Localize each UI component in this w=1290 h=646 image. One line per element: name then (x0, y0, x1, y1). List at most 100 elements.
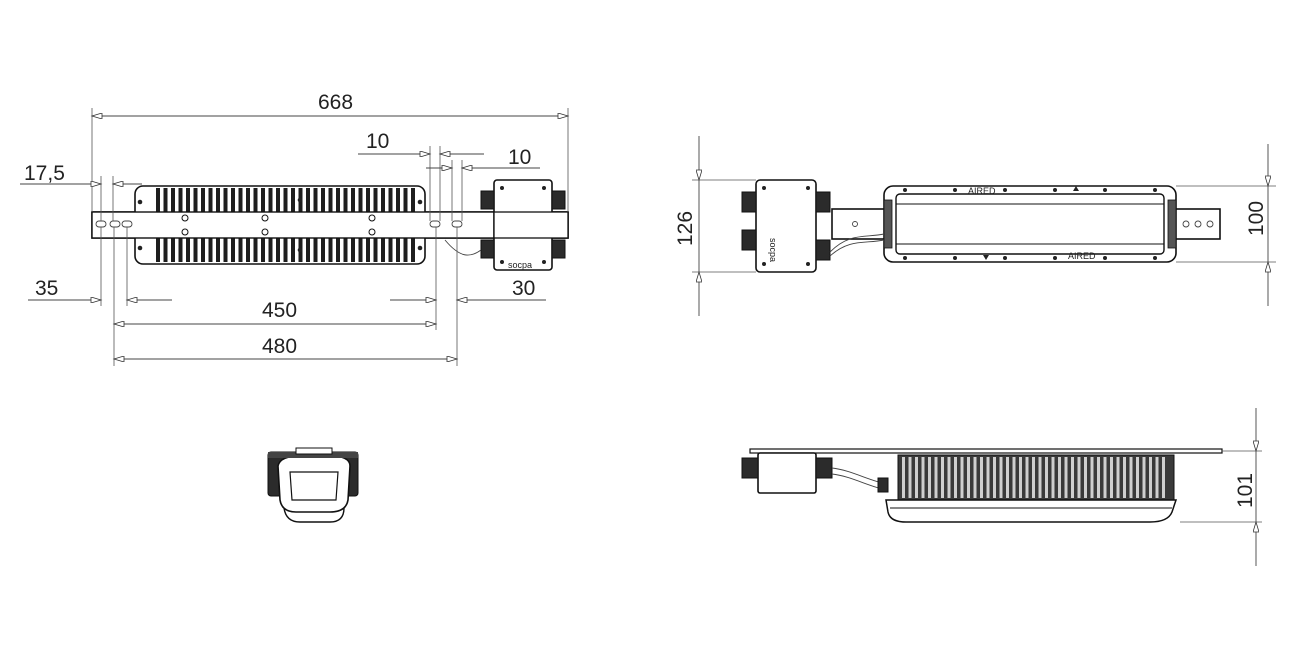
screw (1153, 256, 1157, 260)
dim-mount-span-outer: 480 (262, 335, 297, 358)
fin (954, 457, 957, 498)
screw (137, 199, 143, 205)
fin (336, 238, 340, 262)
fin (1129, 457, 1133, 498)
fin (246, 238, 250, 262)
fin (321, 188, 325, 212)
fin (403, 188, 408, 212)
fin (171, 238, 175, 262)
fin (306, 188, 310, 212)
fin (928, 457, 931, 498)
fin (343, 188, 348, 212)
fin (238, 188, 243, 212)
fin (1097, 457, 1100, 498)
fin (186, 188, 190, 212)
dim-mount-span-inner: 450 (262, 299, 297, 322)
fin (1110, 457, 1113, 498)
cable (829, 233, 885, 253)
fin (986, 457, 990, 498)
fin (381, 188, 385, 212)
fin (156, 238, 160, 262)
fin (1045, 457, 1048, 498)
fin (261, 238, 265, 262)
fin (1142, 457, 1146, 498)
fin (1103, 457, 1107, 498)
fin (980, 457, 983, 498)
fin (216, 238, 220, 262)
fin (915, 457, 918, 498)
dim-right-offset: 30 (512, 277, 535, 300)
fin (1136, 457, 1139, 498)
luminaire-housing (883, 185, 1177, 263)
fin (1064, 457, 1068, 498)
cable-gland (480, 190, 495, 210)
fin (358, 188, 363, 212)
fin (283, 238, 288, 262)
dim-overall-length: 668 (318, 91, 353, 114)
fin (908, 457, 912, 498)
screw (417, 199, 423, 205)
fin (993, 457, 996, 498)
fin (216, 188, 220, 212)
screw (181, 228, 189, 236)
fin (291, 238, 295, 262)
screw (1103, 188, 1107, 192)
fin (223, 238, 228, 262)
fin (246, 188, 250, 212)
fin (201, 238, 205, 262)
fin (178, 188, 183, 212)
fin (1090, 457, 1094, 498)
fin (366, 238, 370, 262)
fin (411, 188, 415, 212)
fin (238, 238, 243, 262)
screw (953, 256, 957, 260)
fin (973, 457, 977, 498)
fin (1162, 457, 1165, 498)
profile-view: 101 (741, 408, 1262, 566)
fin (1071, 457, 1074, 498)
cable-gland (815, 191, 831, 213)
fin (328, 188, 333, 212)
fin (1155, 457, 1159, 498)
dim-slot-spacing-top-right: 10 (508, 146, 531, 169)
fin (321, 238, 325, 262)
fin (201, 188, 205, 212)
fin (193, 188, 198, 212)
mounting-bracket (749, 448, 1223, 454)
bracket-hole (1182, 220, 1190, 228)
fin (1025, 457, 1029, 498)
dim-left-slot-offset: 35 (35, 277, 58, 300)
screw (368, 214, 376, 222)
screw (1053, 188, 1057, 192)
fin (388, 188, 393, 212)
screw (903, 256, 907, 260)
fin (411, 238, 415, 262)
screw (181, 214, 189, 222)
fin (373, 188, 378, 212)
fin (1051, 457, 1055, 498)
dim-profile-height: 101 (1234, 473, 1257, 508)
fin (1058, 457, 1061, 498)
front-view (267, 447, 359, 523)
brand-mark-side: socpa (768, 238, 778, 262)
fin (276, 188, 280, 212)
screw (953, 188, 957, 192)
screw (1003, 188, 1007, 192)
fin (171, 188, 175, 212)
screw (1053, 256, 1057, 260)
fin (313, 238, 318, 262)
cable-gland (815, 239, 831, 261)
dim-overall-height: 126 (674, 211, 697, 246)
heatsink-fins (897, 454, 1175, 501)
junction-box (755, 179, 817, 273)
fin (351, 188, 355, 212)
fin (336, 188, 340, 212)
cable-gland (480, 239, 495, 259)
dim-slot-spacing-top: 10 (366, 130, 389, 153)
fin (381, 238, 385, 262)
housing-mark-bottom: AIRED (1068, 251, 1096, 261)
screw (297, 247, 303, 253)
top-view: socpa 668 10 10 17,5 35 (20, 91, 568, 366)
cable-gland (741, 457, 759, 479)
